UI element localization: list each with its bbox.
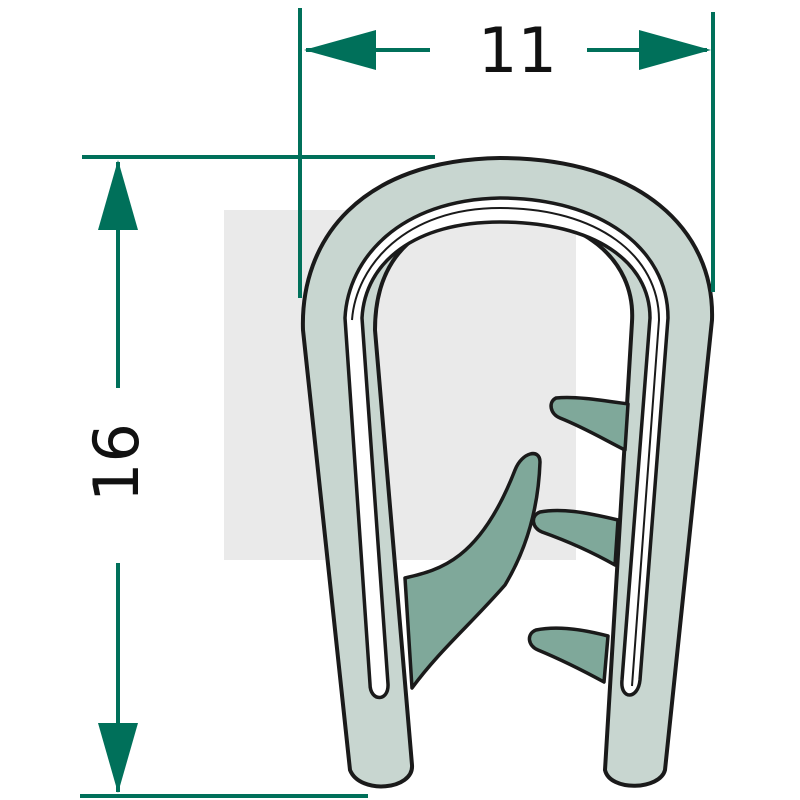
right-grip-fin-bottom [527, 626, 610, 684]
height-arrowhead-top [98, 160, 138, 230]
width-dimension-label: 11 [478, 14, 557, 87]
trim-outer-body [300, 156, 715, 789]
width-arrowhead-right [639, 30, 711, 70]
left-grip-lip [403, 451, 542, 690]
right-grip-fin-top [549, 395, 630, 452]
channel-rail-line [351, 206, 661, 687]
height-arrowhead-bottom [98, 723, 138, 793]
width-arrowhead-left [304, 30, 376, 70]
height-dimension-label: 16 [80, 423, 153, 502]
right-grip-fin-middle [531, 508, 620, 567]
